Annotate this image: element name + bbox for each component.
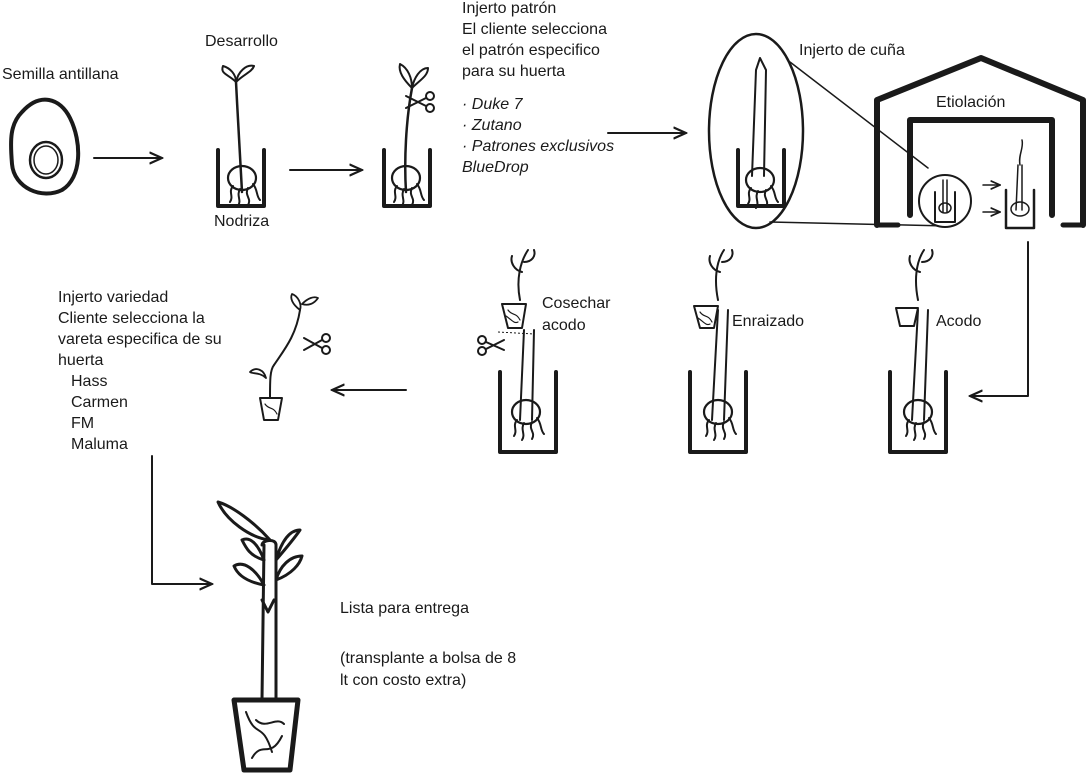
- injerto-variedad-block: Injerto variedad Cliente selecciona la v…: [58, 287, 222, 455]
- etiolacion-label: Etiolación: [936, 94, 1006, 111]
- scissors-icon: [405, 91, 435, 113]
- cosechar-label-line-1: Cosechar: [542, 295, 611, 312]
- acodo-illustration: [888, 249, 948, 454]
- arrow-variedad-to-lista: [151, 455, 212, 584]
- injerto-patron-line-3: para su huerta: [462, 63, 566, 80]
- scissors-icon: [477, 335, 505, 356]
- enraizado-label: Enraizado: [732, 313, 805, 330]
- arrow-etiolacion-to-acodo: [970, 241, 1029, 396]
- desarrollo-seedling-illustration: [216, 64, 266, 208]
- variedad-line-2: Cliente selecciona la: [58, 310, 205, 327]
- wedge-graft-illustration: [707, 32, 805, 230]
- lista-note-line-1: (transplante a bolsa de 8: [340, 650, 517, 667]
- cosechar-label-line-2: acodo: [542, 317, 586, 334]
- etiolation-chamber-illustration: [769, 55, 1086, 230]
- variedad-line-3: vareta especifica de su: [58, 331, 222, 348]
- injerto-patron-block: Injerto patrón El cliente selecciona el …: [462, 0, 614, 178]
- cosechar-acodo-illustration: [477, 249, 558, 454]
- variety-fm: FM: [71, 415, 95, 432]
- injerto-patron-line-2: el patrón especifico: [462, 42, 600, 59]
- patron-option-1: · Duke 7: [462, 96, 523, 113]
- injerto-patron-title: Injerto patrón: [462, 0, 557, 17]
- variedad-line-1: Injerto variedad: [58, 289, 169, 306]
- variety-hass: Hass: [71, 373, 108, 390]
- variety-graft-illustration: [249, 293, 331, 421]
- desarrollo-label: Desarrollo: [205, 33, 278, 50]
- injerto-cuna-label: Injerto de cuña: [799, 42, 905, 59]
- injerto-patron-line-1: El cliente selecciona: [462, 21, 607, 38]
- semilla-label: Semilla antillana: [2, 66, 119, 83]
- patron-option-3: · Patrones exclusivos: [462, 138, 615, 155]
- variety-carmen: Carmen: [71, 394, 128, 411]
- seed-illustration: [9, 97, 81, 196]
- patron-seedling-illustration: [382, 63, 435, 208]
- scissors-icon: [303, 333, 331, 355]
- enraizado-illustration: [688, 249, 748, 454]
- variedad-line-4: huerta: [58, 352, 104, 369]
- patron-option-2: · Zutano: [462, 117, 522, 134]
- final-plant-illustration: [216, 500, 304, 773]
- lista-title: Lista para entrega: [340, 600, 469, 617]
- acodo-label: Acodo: [936, 313, 982, 330]
- lista-note-line-2: lt con costo extra): [340, 672, 467, 689]
- patron-option-4: BlueDrop: [462, 159, 529, 176]
- nodriza-label: Nodriza: [214, 213, 270, 230]
- variety-maluma: Maluma: [71, 436, 128, 453]
